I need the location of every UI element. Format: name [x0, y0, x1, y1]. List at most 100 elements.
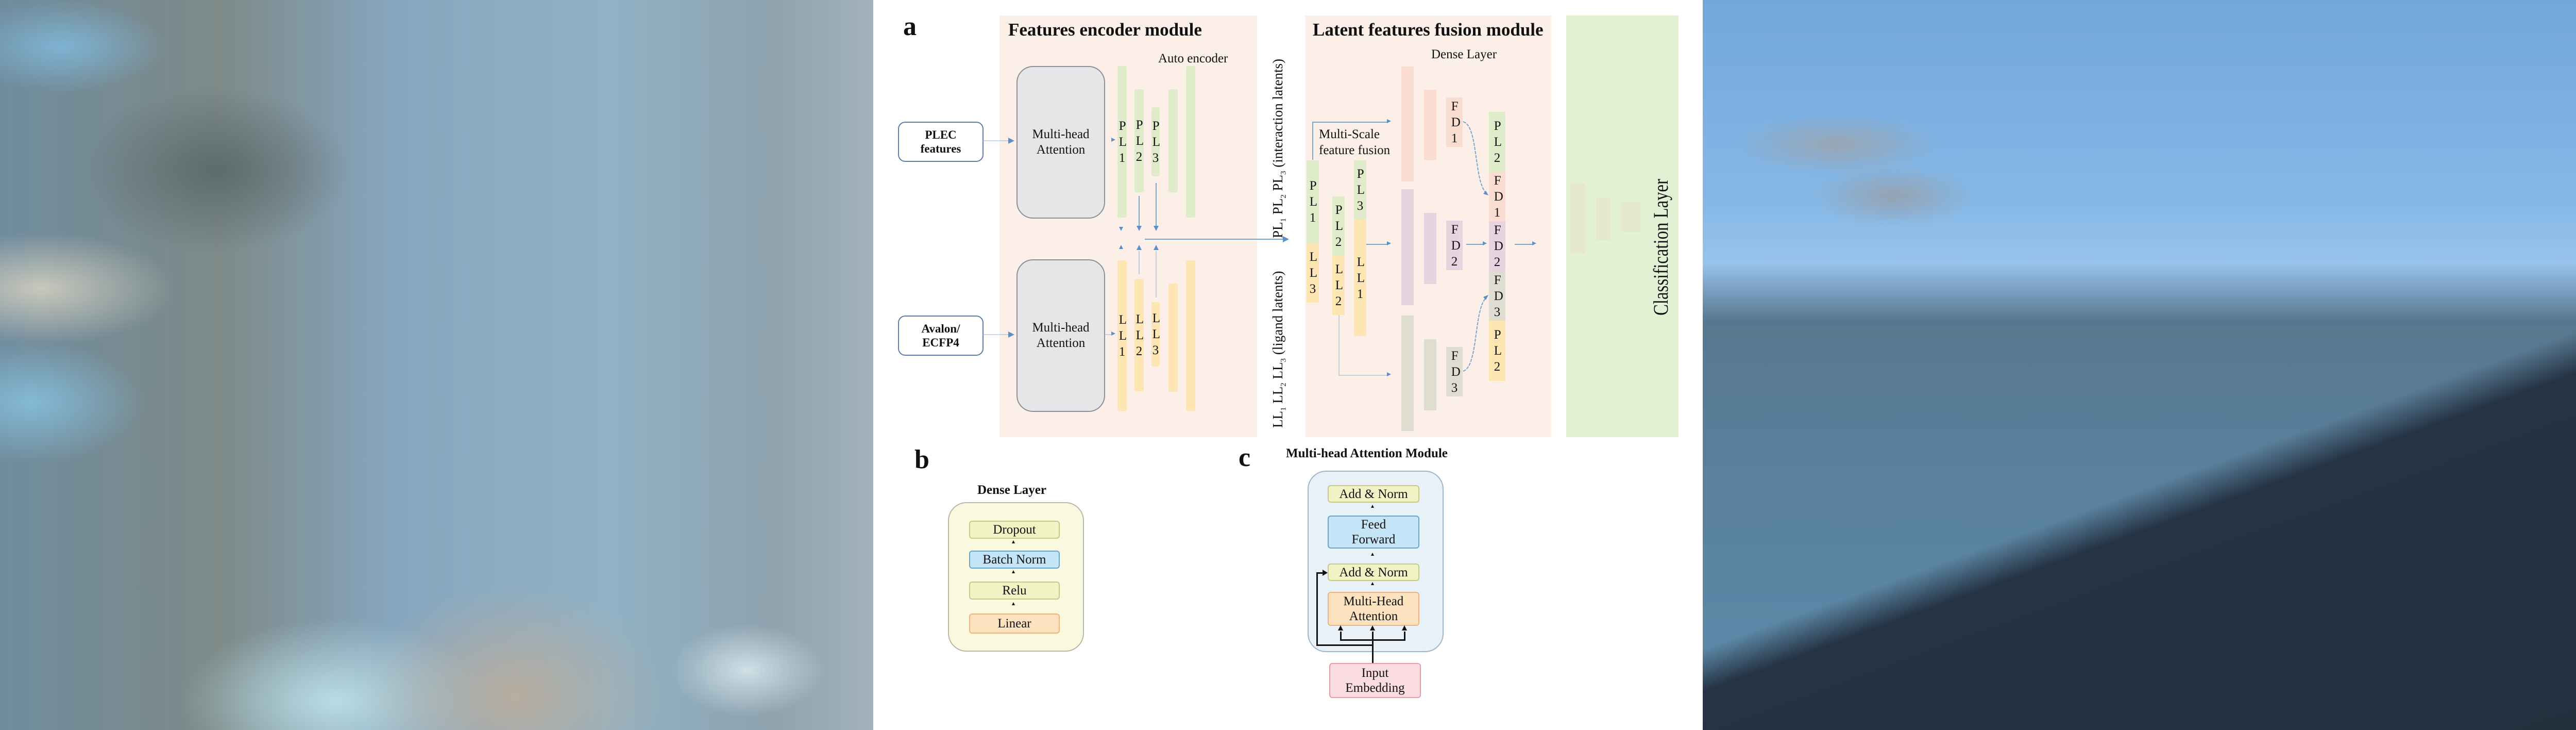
arrow-line: [1366, 244, 1387, 245]
arrow-line: [982, 334, 1008, 335]
ligand-encoder-layer-1: LL1: [1117, 260, 1127, 411]
dense-fd1-layer-1: [1401, 67, 1414, 181]
concat-pl2-top: PL2: [1489, 112, 1505, 172]
arrow-line: [1515, 244, 1532, 245]
arrow-right-icon: [1387, 372, 1391, 376]
arrow-up-icon: [1012, 602, 1015, 605]
ligand-latents-label: LL1 LL2 LL3 (ligand latents): [1270, 271, 1288, 428]
add-norm-label: Add & Norm: [1339, 565, 1408, 579]
dense-fd1-layer-2: [1424, 90, 1436, 160]
arrow-line: [1312, 122, 1313, 160]
ll1-label: LL1: [1118, 312, 1127, 359]
blurred-background-right: [1703, 0, 2576, 730]
dense-layer-label: Dense Layer: [1431, 47, 1497, 61]
pl3-label: PL3: [1357, 167, 1365, 213]
fusion-module-title: Latent features fusion module: [1313, 20, 1544, 40]
figure-panel: a Features encoder module Auto encoder P…: [873, 0, 1703, 730]
fd3-label: FD3: [1451, 349, 1461, 395]
ll-prefix: LL: [1270, 386, 1285, 404]
arrow-line: [982, 140, 1008, 141]
sub: 3: [1279, 171, 1288, 175]
dense-fd3-output: FD3: [1446, 347, 1463, 396]
fd1-label: FD1: [1494, 173, 1503, 220]
arrow-line: [1139, 251, 1140, 274]
arrow-line: [1104, 334, 1111, 335]
arrow-right-icon: [1323, 570, 1328, 576]
ligand-suffix: (ligand latents): [1270, 271, 1285, 355]
multi-head-label: Multi-Head: [1343, 594, 1404, 608]
pl1-label: PL1: [1118, 119, 1127, 165]
fused-column-3-protein: PL3: [1354, 160, 1366, 220]
arrow-up-icon: [1338, 625, 1343, 631]
dense-fd1-output: FD1: [1446, 97, 1463, 147]
concat-fd3: FD3: [1489, 271, 1505, 321]
arrow-up-icon: [1154, 245, 1159, 250]
encoder-module-title: Features encoder module: [1008, 20, 1202, 40]
linear-block: Linear: [969, 613, 1060, 634]
arrow-head-icon: [1483, 295, 1488, 300]
protein-encoder-layer-1: PL1: [1117, 66, 1127, 218]
classification-layer-2: [1596, 198, 1611, 240]
input-label: Input: [1361, 666, 1389, 680]
arrow-up-icon: [1371, 553, 1374, 556]
arrow-down-icon: [1119, 227, 1123, 231]
fd3-label: FD3: [1494, 273, 1503, 319]
pl3-label: PL3: [1152, 119, 1161, 165]
sub: 2: [1279, 383, 1288, 387]
protein-encoder-layer-2: PL2: [1134, 89, 1144, 192]
avalon-line2: ECFP4: [922, 336, 959, 349]
multiscale-arrow-line: [1312, 122, 1387, 123]
protein-decoder-layer-2: [1168, 89, 1178, 192]
fd1-connector-curve: [1463, 121, 1487, 194]
sub: 1: [1279, 407, 1288, 411]
fused-column-1-ligand: LL3: [1307, 243, 1319, 303]
ll1-label: LL1: [1357, 255, 1365, 301]
q-branch-line: [1340, 632, 1342, 641]
arrow-right-icon: [1387, 119, 1391, 123]
forward-label: Forward: [1351, 533, 1396, 546]
dense-fd2-output: FD2: [1446, 221, 1463, 270]
classification-layer-1: [1570, 184, 1585, 253]
concat-pl2-bottom: PL2: [1489, 321, 1505, 381]
fd-connectors: [1463, 121, 1488, 372]
arrow-down-icon: [1154, 226, 1159, 231]
fd3-connector-curve: [1463, 297, 1487, 372]
ll3-label: LL3: [1309, 250, 1318, 296]
plec-line1: PLEC: [925, 128, 957, 141]
arrow-right-icon: [1008, 138, 1014, 144]
residual-top-line: [1316, 572, 1324, 574]
ll2-label: LL2: [1335, 262, 1344, 308]
dense-fd2-layer-1: [1401, 189, 1414, 305]
avalon-line1: Avalon/: [921, 322, 960, 335]
fd2-label: FD2: [1451, 222, 1461, 269]
concat-fd2: FD2: [1489, 221, 1505, 271]
auto-encoder-label: Auto encoder: [1158, 52, 1228, 65]
arrow-up-icon: [1371, 582, 1374, 585]
arrow-line: [1338, 375, 1387, 376]
ligand-encoder-layer-3: LL3: [1151, 302, 1160, 367]
ll-prefix: LL: [1270, 411, 1285, 428]
pl-prefix: PL: [1270, 222, 1285, 238]
panel-c-letter: c: [1239, 443, 1251, 472]
pl-prefix: PL: [1270, 174, 1285, 191]
arrow-up-icon: [1371, 505, 1374, 508]
embedding-label: Embedding: [1345, 681, 1405, 695]
avalon-ecfp4-input: Avalon/ECFP4: [898, 316, 984, 356]
pl1-label: PL1: [1309, 178, 1318, 225]
classification-layer-3: [1622, 202, 1640, 232]
fused-column-1-protein: PL1: [1307, 160, 1319, 243]
attention-label: Attention: [1349, 609, 1398, 623]
batch-norm-block: Batch Norm: [969, 551, 1060, 569]
fused-column-3-ligand: LL1: [1354, 220, 1366, 336]
dense-fd2-layer-2: [1424, 213, 1436, 284]
protein-encoder-layer-3: PL3: [1151, 107, 1160, 176]
feed-label: Feed: [1361, 518, 1386, 532]
interaction-suffix: (interaction latents): [1270, 59, 1285, 168]
mha-line2: Attention: [1036, 336, 1086, 350]
pl-prefix: PL: [1270, 198, 1285, 215]
pl2-label: PL2: [1335, 203, 1344, 249]
